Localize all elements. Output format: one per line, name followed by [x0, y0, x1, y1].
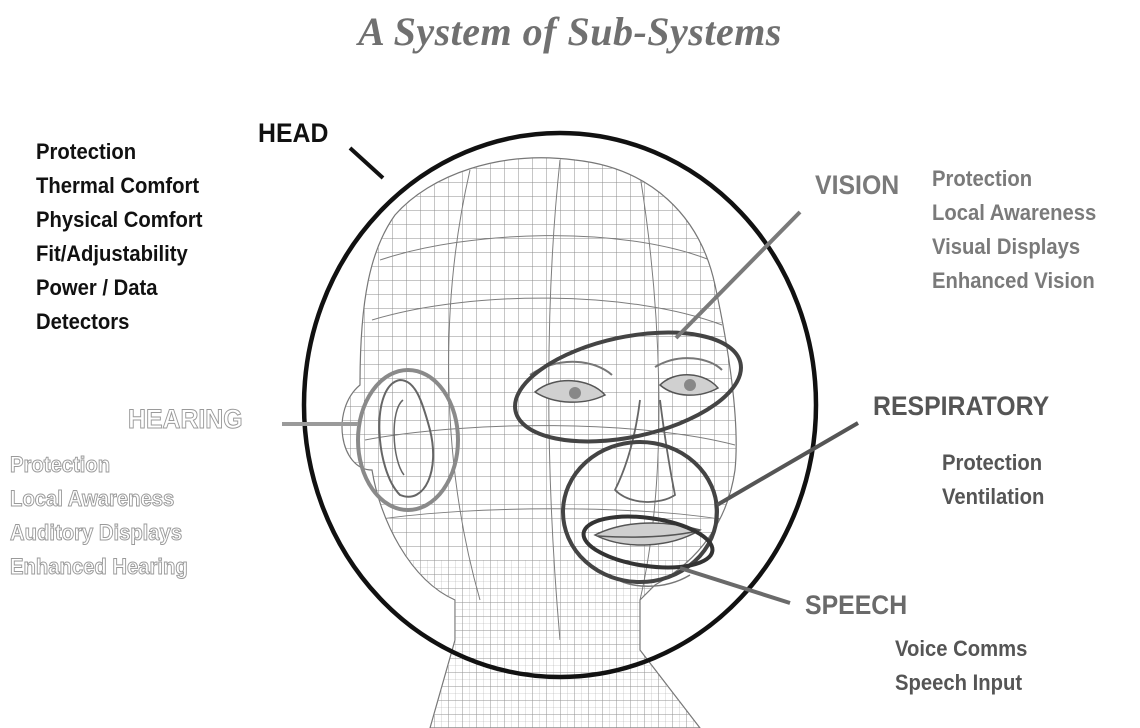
wireframe-head — [340, 158, 740, 728]
hearing-item: Protection — [10, 448, 188, 482]
vision-item: Visual Displays — [932, 230, 1096, 264]
head-item: Thermal Comfort — [36, 169, 202, 203]
hearing-item: Enhanced Hearing — [10, 550, 188, 584]
hearing-item: Local Awareness — [10, 482, 188, 516]
respiratory-item: Protection — [942, 446, 1044, 480]
diagram-title: A System of Sub-Systems — [0, 8, 1140, 55]
hearing-label: HEARING — [128, 404, 243, 435]
respiratory-item: Ventilation — [942, 480, 1044, 514]
head-item: Fit/Adjustability — [36, 237, 202, 271]
respiratory-label: RESPIRATORY — [873, 391, 1049, 422]
vision-item: Local Awareness — [932, 196, 1096, 230]
speech-item: Speech Input — [895, 666, 1027, 700]
vision-items: Protection Local Awareness Visual Displa… — [932, 162, 1096, 298]
vision-item: Enhanced Vision — [932, 264, 1096, 298]
head-label: HEAD — [258, 118, 328, 149]
hearing-items: Protection Local Awareness Auditory Disp… — [10, 448, 188, 584]
speech-label: SPEECH — [805, 590, 907, 621]
head-item: Physical Comfort — [36, 203, 202, 237]
head-item: Detectors — [36, 305, 202, 339]
respiratory-items: Protection Ventilation — [942, 446, 1044, 514]
head-item: Protection — [36, 135, 202, 169]
vision-label: VISION — [815, 170, 899, 201]
speech-items: Voice Comms Speech Input — [895, 632, 1027, 700]
speech-item: Voice Comms — [895, 632, 1027, 666]
vision-item: Protection — [932, 162, 1096, 196]
head-item: Power / Data — [36, 271, 202, 305]
hearing-item: Auditory Displays — [10, 516, 188, 550]
head-items: Protection Thermal Comfort Physical Comf… — [36, 135, 202, 339]
